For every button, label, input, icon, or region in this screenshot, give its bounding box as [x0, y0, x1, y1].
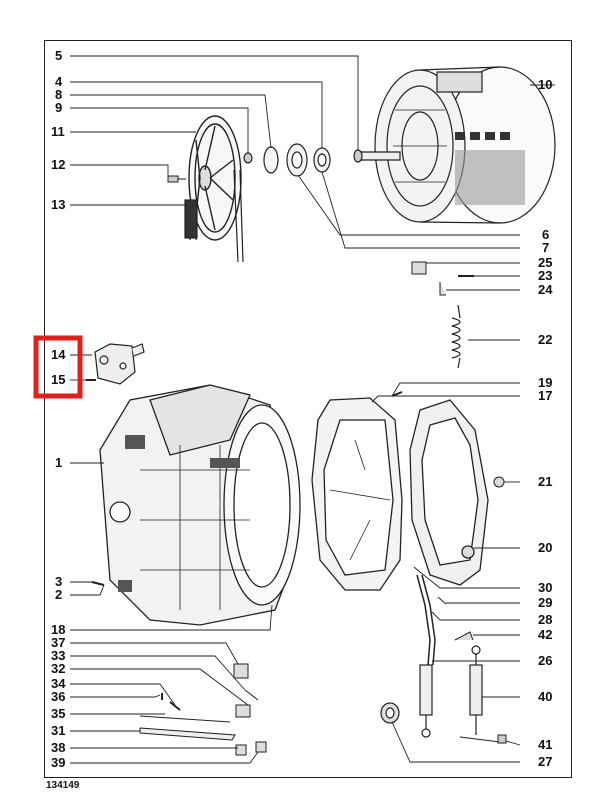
pulley-wheel: [188, 115, 242, 241]
callout-27: 27: [538, 754, 552, 769]
callout-7: 7: [542, 240, 549, 255]
callout-36: 36: [51, 689, 65, 704]
callout-33: 33: [51, 648, 65, 663]
callout-42: 42: [538, 627, 552, 642]
callout-14: 14: [51, 347, 66, 362]
callout-12: 12: [51, 157, 65, 172]
callout-28: 28: [538, 612, 552, 627]
callout-31: 31: [51, 723, 65, 738]
leader-lines: [70, 55, 555, 764]
suspension-spring: [451, 304, 461, 369]
callout-40: 40: [538, 689, 552, 704]
drive-belt: [184, 169, 244, 263]
callout-18: 18: [51, 622, 65, 637]
shock-absorber: [469, 645, 483, 735]
bolt-set-41: [459, 734, 507, 744]
callout-8: 8: [55, 87, 62, 102]
callout-15: 15: [51, 372, 65, 387]
drain-hose: [416, 574, 436, 666]
callout-19: 19: [538, 375, 552, 390]
callout-22: 22: [538, 332, 552, 347]
callout-34: 34: [51, 676, 66, 691]
callout-23: 23: [538, 268, 552, 283]
diagram-part-number: 134149: [46, 780, 80, 791]
diagram-frame: [44, 40, 572, 778]
callout-37: 37: [51, 635, 65, 650]
highlight-box: [33, 335, 83, 399]
callout-13: 13: [51, 197, 65, 212]
pulley-bolt: [167, 175, 186, 183]
callout-5: 5: [55, 48, 62, 63]
callout-4: 4: [55, 74, 63, 89]
front-tub-half: [311, 397, 403, 591]
callout-32: 32: [51, 661, 65, 676]
rear-tub-half: [99, 384, 301, 626]
callout-21: 21: [538, 474, 552, 489]
shock-absorber-left: [419, 664, 433, 738]
tub-gasket: [409, 399, 489, 586]
callout-6: 6: [542, 227, 549, 242]
small-parts-left: [91, 581, 267, 756]
bearings: [243, 143, 331, 177]
callout-26: 26: [538, 653, 552, 668]
callout-24: 24: [538, 282, 553, 297]
hinge-bracket: [86, 343, 145, 385]
callout-29: 29: [538, 595, 552, 610]
callout-25: 25: [538, 255, 552, 270]
callouts: 5 4 8 9 11 12 13 14 15 1 3 2 18 37 33 32…: [51, 48, 553, 770]
callout-9: 9: [55, 100, 62, 115]
callout-11: 11: [51, 124, 65, 139]
callout-30: 30: [538, 580, 552, 595]
callout-20: 20: [538, 540, 552, 555]
callout-41: 41: [538, 737, 552, 752]
callout-39: 39: [51, 755, 65, 770]
callout-10: 10: [538, 77, 552, 92]
drum-assembly: [353, 66, 556, 224]
small-parts-right: [391, 261, 505, 641]
callout-17: 17: [538, 388, 552, 403]
callout-3: 3: [55, 574, 62, 589]
callout-35: 35: [51, 706, 65, 721]
pump-motor: [380, 702, 400, 724]
callout-2: 2: [55, 587, 62, 602]
callout-1: 1: [55, 455, 62, 470]
callout-38: 38: [51, 740, 65, 755]
